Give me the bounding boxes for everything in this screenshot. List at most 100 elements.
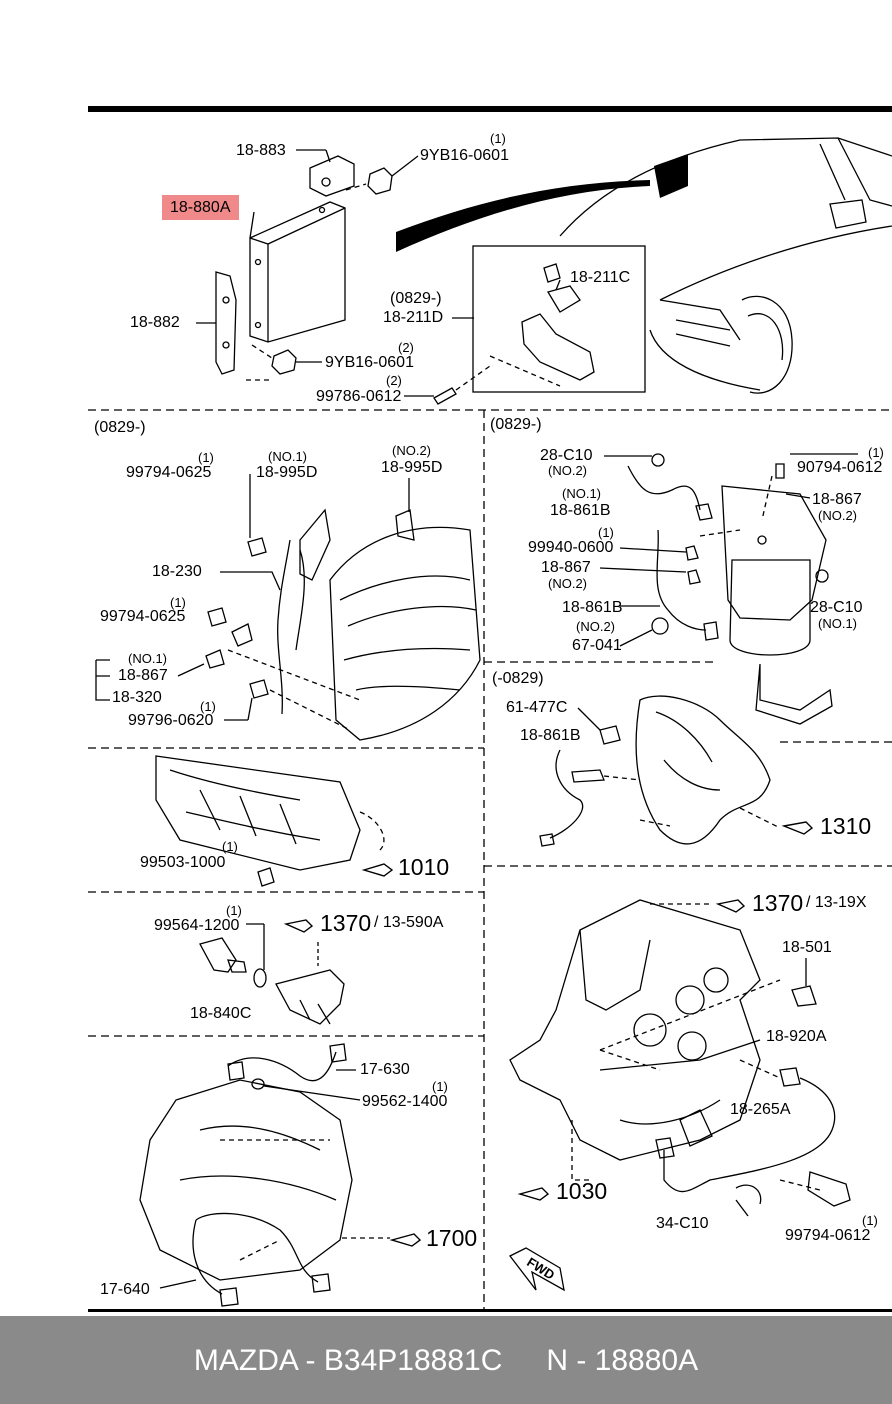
label-date-range: (0829-) — [390, 290, 442, 307]
label-18-867: 18-867 — [118, 667, 168, 684]
label-34-c10: 34-C10 — [656, 1215, 709, 1232]
bolt-99786 — [433, 387, 457, 405]
label-18-867: 18-867 — [812, 491, 862, 508]
label-qty: (1) — [222, 839, 238, 854]
label-99794-0625: 99794-0625 — [100, 608, 186, 625]
label-ref-1700[interactable]: 1700 — [426, 1225, 478, 1251]
gasket-67-041 — [651, 617, 669, 635]
label-no1: (NO.1) — [818, 616, 857, 631]
label-18-861b: 18-861B — [520, 727, 581, 744]
leader-880a — [249, 211, 255, 239]
top-rule — [88, 106, 892, 112]
label-qty: (1) — [598, 525, 614, 540]
label-18-867: 18-867 — [541, 559, 591, 576]
bolt-99796-0620 — [249, 679, 269, 699]
label-99794-0612: 99794-0612 — [785, 1227, 871, 1244]
bolt-99503 — [257, 867, 275, 887]
footer-brand-part: MAZDA - B34P18881C — [193, 1344, 503, 1377]
label-date-range: (-0829) — [492, 670, 544, 687]
label-18-883: 18-883 — [236, 142, 286, 159]
gasket-28-c10-no2 — [651, 453, 665, 467]
diagram-drawing — [88, 106, 892, 1312]
label-qty: (1) — [198, 450, 214, 465]
label-ref-1030[interactable]: 1030 — [556, 1178, 608, 1204]
label-17-640: 17-640 — [100, 1281, 150, 1298]
label-no2: (NO.2) — [548, 463, 587, 478]
label-18-501: 18-501 — [782, 939, 832, 956]
label-99562-1400: 99562-1400 — [362, 1093, 448, 1110]
label-18-320: 18-320 — [112, 689, 162, 706]
label-18-861b: 18-861B — [562, 599, 623, 616]
label-ref-1370[interactable]: 1370 — [320, 910, 372, 936]
intake-manifold-drawing — [155, 755, 361, 871]
bracket-18-883-drawing — [296, 149, 355, 197]
label-qty: (2) — [398, 340, 414, 355]
label-ref-1010[interactable]: 1010 — [398, 854, 450, 880]
catalytic-converter-drawing — [721, 485, 833, 725]
label-18-880a-highlighted[interactable]: 18-880A — [162, 195, 239, 220]
label-28-c10: 28-C10 — [810, 599, 863, 616]
harness-17-640-drawing — [192, 1212, 331, 1307]
label-ref-13-19x: / 13-19X — [806, 894, 867, 911]
vss-sensor-17-630-drawing — [227, 1043, 347, 1082]
transmission-drawing — [139, 1079, 353, 1281]
part-number-footer: MAZDA - B34P18881C N - 18880A — [0, 1316, 892, 1404]
o2-sensor-no1-drawing — [627, 465, 713, 521]
label-18-861b: 18-861B — [550, 502, 611, 519]
label-18-920a: 18-920A — [766, 1028, 827, 1045]
label-99503-1000: 99503-1000 — [140, 854, 226, 871]
o2-sensor-18-861b-drawing — [539, 749, 605, 847]
parts-diagram: 18-883 (1) 9YB16-0601 18-880A 18-882 (2)… — [88, 106, 892, 1312]
harness-18-230-drawing — [220, 508, 331, 715]
label-date-range: (0829-) — [490, 416, 542, 433]
engine-outline-left — [329, 526, 481, 741]
label-qty: (2) — [386, 373, 402, 388]
gasket-99564 — [253, 968, 267, 988]
nut-drawing — [271, 155, 419, 375]
exhaust-manifold-drawing — [635, 695, 771, 845]
clip-61-477c — [599, 725, 621, 745]
label-18-995d: 18-995D — [381, 459, 443, 476]
gasket-28-c10-no1 — [815, 569, 829, 583]
label-99796-0620: 99796-0620 — [128, 712, 214, 729]
label-18-230: 18-230 — [152, 563, 202, 580]
bracket-18-265a — [679, 1109, 713, 1147]
sensor-18-840c-drawing — [199, 937, 247, 973]
label-ref-1370[interactable]: 1370 — [752, 890, 804, 916]
label-17-630: 17-630 — [360, 1061, 410, 1078]
ecu-module-drawing — [249, 201, 346, 343]
label-9yb16-0601-top: 9YB16-0601 — [420, 147, 509, 164]
label-date-range: (0829-) — [94, 419, 146, 436]
cmp-sensor-18-920a-drawing — [655, 1067, 836, 1193]
engine-block-drawing — [509, 899, 761, 1161]
o-ring-99562 — [251, 1078, 265, 1090]
label-99940-0600: 99940-0600 — [528, 539, 614, 556]
label-ref-1310[interactable]: 1310 — [820, 813, 872, 839]
sensor-18-211c-drawing — [521, 263, 595, 381]
label-18-995d: 18-995D — [256, 464, 318, 481]
label-90794-0612: 90794-0612 — [797, 459, 883, 476]
sensor-18-867 — [205, 649, 225, 669]
o2-sensor-no2-drawing — [656, 529, 719, 641]
label-no2: (NO.2) — [392, 443, 431, 458]
label-18-882: 18-882 — [130, 314, 180, 331]
label-99564-1200: 99564-1200 — [154, 917, 240, 934]
bolt-99794-0625-a — [247, 537, 267, 557]
bolt-99794-0612 — [807, 1171, 851, 1207]
label-no1: (NO.1) — [128, 651, 167, 666]
label-67-041: 67-041 — [572, 637, 622, 654]
bracket-18-882-drawing — [196, 271, 237, 375]
label-ref-13-590a: / 13-590A — [374, 914, 444, 931]
label-qty: (1) — [226, 903, 242, 918]
label-18-265a: 18-265A — [730, 1101, 791, 1118]
label-18-840c: 18-840C — [190, 1005, 252, 1022]
label-99794-0625: 99794-0625 — [126, 464, 212, 481]
label-no1: (NO.1) — [268, 449, 307, 464]
footer-n-part: N - 18880A — [546, 1344, 699, 1377]
fwd-arrow — [509, 1247, 565, 1292]
knock-sensor-18-501 — [791, 985, 817, 1007]
label-qty: (1) — [868, 445, 884, 460]
car-body-outline — [559, 137, 892, 394]
car-hood-line — [396, 180, 650, 252]
label-28-c10: 28-C10 — [540, 447, 593, 464]
